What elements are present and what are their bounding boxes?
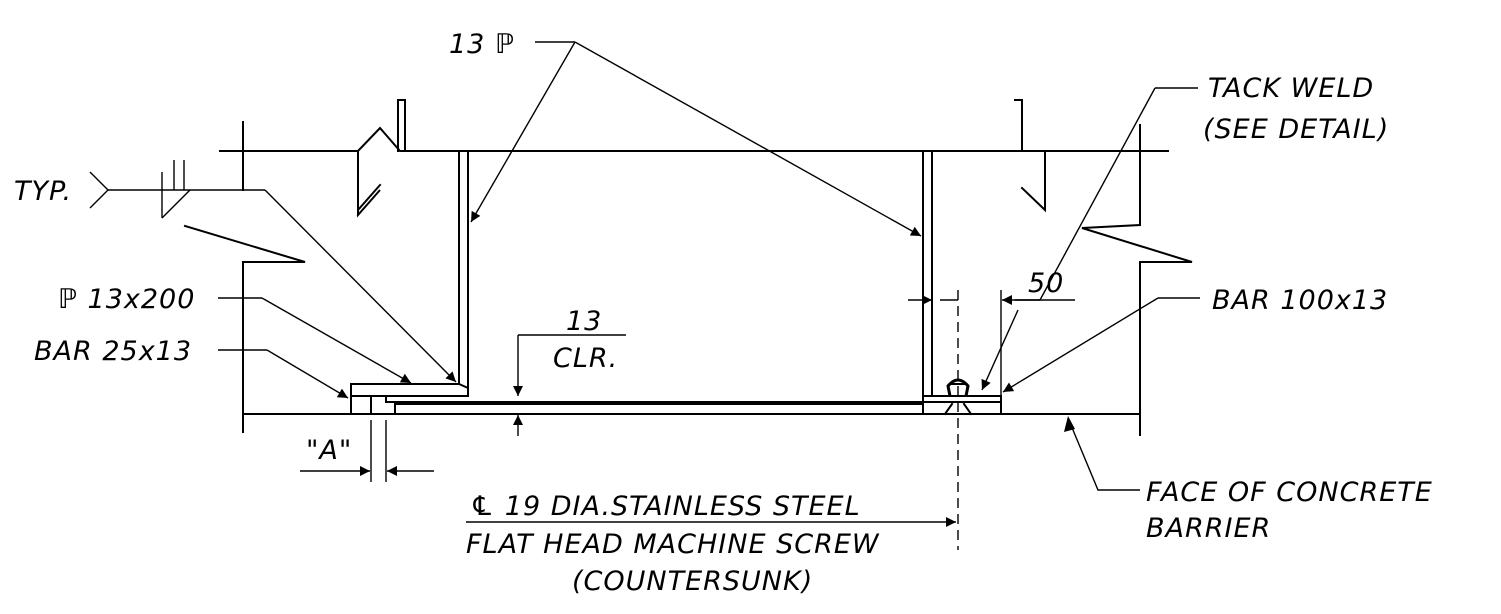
- screw-label-3: (COUNTERSUNK): [572, 566, 813, 597]
- bar-25x13: [350, 395, 372, 415]
- base-plate: [370, 395, 1002, 415]
- bar-25x13-leader: [266, 349, 349, 399]
- face-leader-arrowhead: [1064, 416, 1075, 432]
- dimension-50: [908, 290, 1075, 396]
- right-barrier-outline: [404, 99, 1193, 436]
- bar-100x13: [922, 395, 1002, 415]
- left-barrier-outline: [183, 99, 406, 416]
- plate-leaders: [470, 41, 922, 237]
- clearance-13-label: 13: [566, 306, 602, 337]
- bar-25x13-label: BAR 25x13: [34, 336, 192, 367]
- dimension-a: [300, 420, 434, 482]
- tack-weld-label-2: (SEE DETAIL): [1203, 114, 1389, 145]
- plate-13x200-label: ℙ 13x200: [58, 284, 195, 315]
- typ-label: TYP.: [14, 176, 72, 207]
- plate-13x200-leader: [261, 297, 412, 384]
- tack-weld-label-1: TACK WELD: [1208, 73, 1374, 104]
- clearance-dimension: [508, 334, 626, 436]
- right-vertical-plate: [922, 150, 933, 397]
- plate-13x200: [350, 383, 469, 397]
- bar-100x13-label: BAR 100x13: [1212, 285, 1388, 316]
- plate-callout-label: 13 ℙ: [449, 29, 515, 60]
- weld-symbol: [89, 160, 457, 383]
- dimension-a-label: "A": [306, 435, 352, 466]
- tack-weld-leader: [981, 87, 1198, 391]
- face-of-concrete-label-1: FACE OF CONCRETE: [1146, 477, 1433, 508]
- left-vertical-plate: [458, 150, 469, 389]
- clearance-clr-label: CLR.: [553, 343, 618, 374]
- face-of-concrete-leader: [1067, 417, 1140, 491]
- screw-label-2: FLAT HEAD MACHINE SCREW: [466, 529, 880, 560]
- face-of-concrete-label-2: BARRIER: [1146, 513, 1271, 544]
- screw-label-1: ℄ 19 DIA.STAINLESS STEEL: [470, 491, 861, 522]
- dimension-50-label: 50: [1028, 268, 1064, 299]
- bar-100x13-leader: [1002, 297, 1159, 393]
